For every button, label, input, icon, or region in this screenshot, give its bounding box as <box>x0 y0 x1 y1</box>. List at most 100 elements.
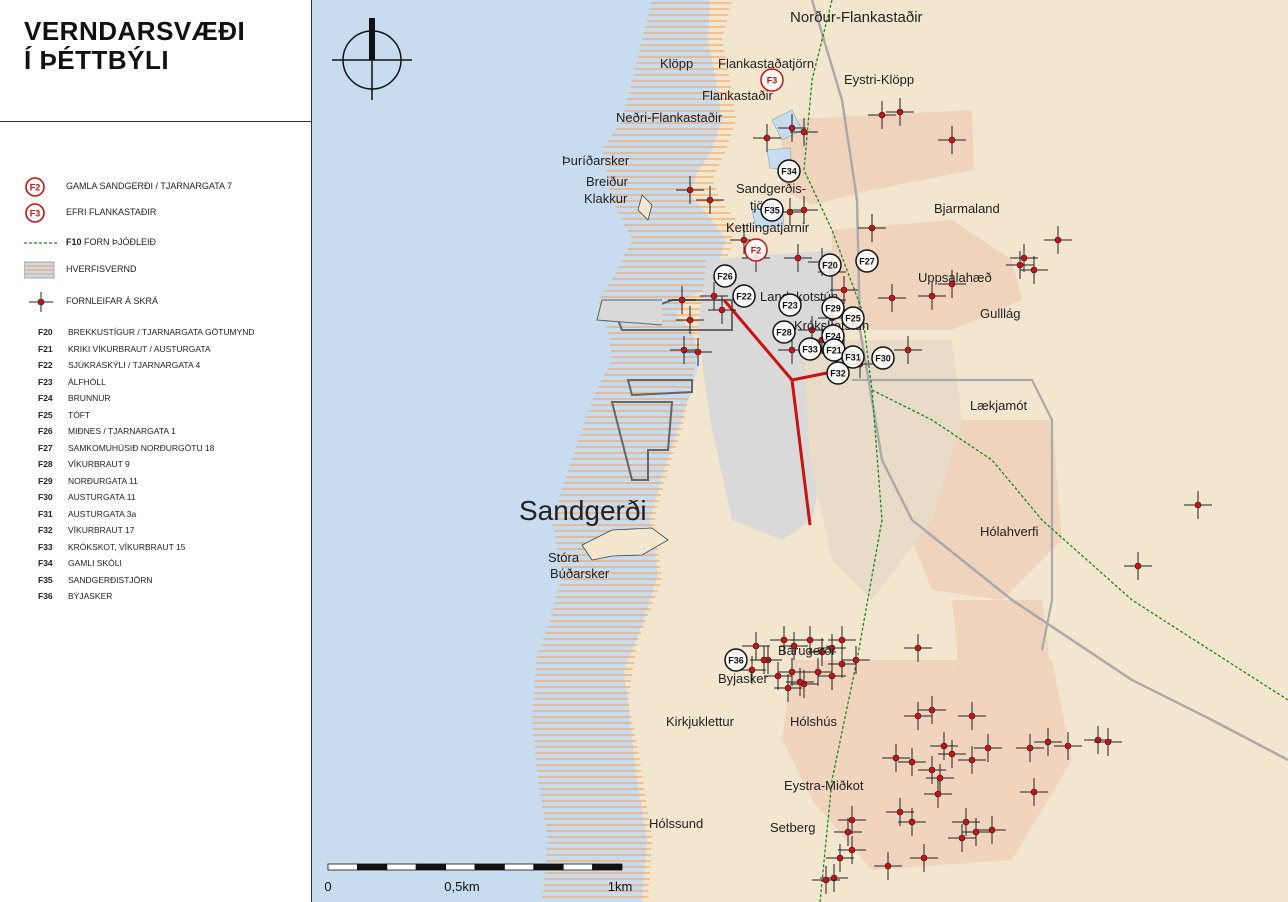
archaeology-site-icon[interactable] <box>974 734 1002 762</box>
marker-f32[interactable]: F32 <box>826 361 850 385</box>
archaeology-site-icon[interactable] <box>1020 256 1048 284</box>
archaeology-site-icon[interactable] <box>770 626 798 654</box>
archaeology-site-icon[interactable] <box>948 824 976 852</box>
marker-f31[interactable]: F31 <box>841 345 865 369</box>
archaeology-site-icon[interactable] <box>834 818 862 846</box>
archaeology-site-icon[interactable] <box>838 836 866 864</box>
archaeology-site-icon[interactable] <box>830 276 858 304</box>
marker-f25[interactable]: F25 <box>841 306 865 330</box>
skerry-breidur <box>637 194 653 221</box>
archaeology-site-icon[interactable] <box>918 756 946 784</box>
archaeology-site-icon[interactable] <box>670 336 698 364</box>
archaeology-site-icon[interactable] <box>910 844 938 872</box>
archaeology-site-icon[interactable] <box>978 816 1006 844</box>
archaeology-site-icon[interactable] <box>818 662 846 690</box>
archaeology-site-icon[interactable] <box>958 702 986 730</box>
archaeology-site-icon[interactable] <box>838 806 866 834</box>
archaeology-site-icon[interactable] <box>796 626 824 654</box>
archaeology-site-icon[interactable] <box>808 638 836 666</box>
archaeology-site-icon[interactable] <box>1094 728 1122 756</box>
archaeology-site-icon[interactable] <box>918 696 946 724</box>
archaeology-site-icon[interactable] <box>918 282 946 310</box>
archaeology-site-icon[interactable] <box>750 646 778 674</box>
archaeology-site-icon[interactable] <box>742 632 770 660</box>
archaeology-site-icon[interactable] <box>924 780 952 808</box>
marker-f30[interactable]: F30 <box>871 346 895 370</box>
archaeology-site-icon[interactable] <box>790 118 818 146</box>
archaeology-site-icon[interactable] <box>1124 552 1152 580</box>
archaeology-site-icon[interactable] <box>1054 732 1082 760</box>
archaeology-site-icon[interactable] <box>886 98 914 126</box>
archaeology-site-icon[interactable] <box>882 744 910 772</box>
marker-f34[interactable]: F34 <box>777 159 801 183</box>
archaeology-site-icon[interactable] <box>874 852 902 880</box>
archaeology-site-icon[interactable] <box>828 650 856 678</box>
archaeology-site-icon[interactable] <box>708 296 736 324</box>
archaeology-site-icon[interactable] <box>738 656 766 684</box>
archaeology-site-icon[interactable] <box>926 764 954 792</box>
archaeology-site-icon[interactable] <box>1034 728 1062 756</box>
archaeology-site-icon[interactable] <box>842 646 870 674</box>
archaeology-site-icon[interactable] <box>886 798 914 826</box>
place-label: Þuríðarsker <box>562 153 630 168</box>
marker-f28[interactable]: F28 <box>772 320 796 344</box>
archaeology-site-icon[interactable] <box>904 702 932 730</box>
archaeology-site-icon[interactable] <box>676 306 704 334</box>
marker-f36[interactable]: F36 <box>724 648 748 672</box>
archaeology-site-icon[interactable] <box>826 844 854 872</box>
legend-code-id: F29 <box>38 475 53 486</box>
archaeology-site-icon[interactable] <box>1016 734 1044 762</box>
archaeology-site-icon[interactable] <box>952 808 980 836</box>
marker-f33[interactable]: F33 <box>798 337 822 361</box>
archaeology-site-icon[interactable] <box>904 634 932 662</box>
archaeology-site-icon[interactable] <box>778 114 806 142</box>
marker-f35[interactable]: F35 <box>760 198 784 222</box>
archaeology-site-icon[interactable] <box>780 632 808 660</box>
archaeology-site-icon[interactable] <box>774 674 802 702</box>
archaeology-site-icon[interactable] <box>764 662 792 690</box>
marker-f29[interactable]: F29 <box>821 296 845 320</box>
archaeology-site-icon[interactable] <box>962 818 990 846</box>
place-label: Stóra <box>548 550 580 565</box>
archaeology-site-icon[interactable] <box>804 658 832 686</box>
archaeology-site-icon[interactable] <box>676 176 704 204</box>
marker-f27[interactable]: F27 <box>855 249 879 273</box>
archaeology-site-icon[interactable] <box>684 338 712 366</box>
marker-f21[interactable]: F21 <box>822 338 846 362</box>
archaeology-site-icon[interactable] <box>784 244 812 272</box>
marker-f2[interactable]: F2 <box>744 238 768 262</box>
archaeology-site-icon[interactable] <box>1044 226 1072 254</box>
archaeology-site-icon[interactable] <box>868 101 896 129</box>
archaeology-site-icon[interactable] <box>938 126 966 154</box>
archaeology-site-icon[interactable] <box>700 282 728 310</box>
marker-f3[interactable]: F3 <box>760 68 784 92</box>
archaeology-site-icon[interactable] <box>1184 491 1212 519</box>
archaeology-site-icon[interactable] <box>790 196 818 224</box>
archaeology-site-icon[interactable] <box>898 808 926 836</box>
marker-f20[interactable]: F20 <box>818 253 842 277</box>
archaeology-site-icon[interactable] <box>1020 778 1048 806</box>
marker-f23[interactable]: F23 <box>778 293 802 317</box>
archaeology-site-icon[interactable] <box>786 668 814 696</box>
archaeology-site-icon[interactable] <box>696 186 724 214</box>
archaeology-site-icon[interactable] <box>898 748 926 776</box>
archaeology-site-icon[interactable] <box>753 124 781 152</box>
archaeology-site-icon[interactable] <box>938 740 966 768</box>
archaeology-site-icon[interactable] <box>818 634 846 662</box>
archaeology-site-icon[interactable] <box>930 732 958 760</box>
archaeology-site-icon[interactable] <box>958 746 986 774</box>
marker-f26[interactable]: F26 <box>713 264 737 288</box>
archaeology-site-icon[interactable] <box>858 214 886 242</box>
archaeology-site-icon[interactable] <box>812 866 840 894</box>
archaeology-site-icon[interactable] <box>1006 251 1034 279</box>
archaeology-site-icon[interactable] <box>938 270 966 298</box>
archaeology-site-icon[interactable] <box>668 286 696 314</box>
archaeology-site-icon[interactable] <box>894 336 922 364</box>
archaeology-site-icon[interactable] <box>828 626 856 654</box>
marker-f22[interactable]: F22 <box>732 284 756 308</box>
archaeology-site-icon[interactable] <box>778 658 806 686</box>
archaeology-site-icon[interactable] <box>1010 244 1038 272</box>
archaeology-site-icon[interactable] <box>878 284 906 312</box>
